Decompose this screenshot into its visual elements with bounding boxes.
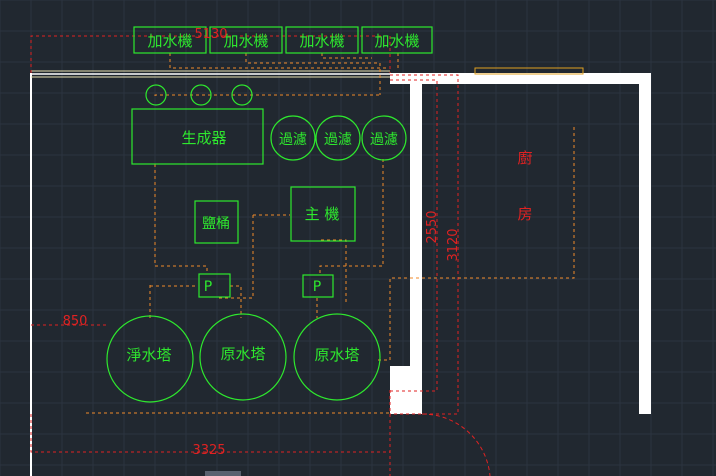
humidifier-label-2: 加水機 bbox=[223, 32, 268, 50]
dim-height-inner: 2550 bbox=[425, 210, 440, 243]
walls bbox=[30, 67, 651, 476]
dim-line-height-outer bbox=[390, 74, 459, 415]
pipe-14 bbox=[320, 239, 347, 302]
pipe-15 bbox=[378, 125, 575, 361]
annotations: 廚 房 5130 850 3325 2550 3120 bbox=[63, 27, 533, 458]
wall-top bbox=[390, 73, 651, 84]
humidifier-box-1[interactable] bbox=[133, 26, 207, 54]
filter-2[interactable] bbox=[315, 115, 361, 161]
window bbox=[474, 67, 584, 75]
pipe-12 bbox=[230, 285, 242, 318]
dim-bottom-width: 3325 bbox=[192, 443, 225, 458]
door-swing-arc bbox=[421, 413, 491, 476]
brine-tank-label: 鹽桶 bbox=[202, 216, 230, 232]
main-unit-label: 主 機 bbox=[305, 205, 340, 223]
clean-water-tower[interactable] bbox=[106, 315, 194, 403]
wall-mid-vertical bbox=[410, 84, 422, 414]
pipe-1 bbox=[169, 53, 388, 69]
wall-bottom-block bbox=[390, 366, 422, 414]
filter-1[interactable] bbox=[270, 115, 316, 161]
pipe-5 bbox=[154, 94, 380, 96]
main-unit-box[interactable] bbox=[290, 186, 356, 242]
pipe-3 bbox=[321, 53, 372, 59]
dim-top-width: 5130 bbox=[194, 27, 227, 42]
dim-height-outer: 3120 bbox=[446, 228, 461, 261]
pump-label-1: P bbox=[204, 279, 212, 295]
humidifier-box-4[interactable] bbox=[361, 26, 433, 54]
generator-box[interactable] bbox=[131, 108, 264, 165]
humidifier-box-3[interactable] bbox=[285, 26, 359, 54]
filter-label-2: 過濾 bbox=[324, 132, 352, 148]
pump-box-1[interactable] bbox=[198, 273, 231, 298]
tank-small-2[interactable] bbox=[190, 84, 212, 106]
wall-right bbox=[639, 73, 651, 414]
tank-small-1[interactable] bbox=[145, 84, 167, 106]
brine-tank-box[interactable] bbox=[194, 200, 239, 244]
dim-left-offset: 850 bbox=[63, 314, 88, 329]
kitchen-label-2: 房 bbox=[517, 205, 532, 223]
status-bar-stub bbox=[205, 471, 241, 476]
pump-box-2[interactable] bbox=[302, 274, 334, 298]
pipes bbox=[86, 53, 575, 414]
raw-tower-label-1: 原水塔 bbox=[220, 345, 265, 363]
generator-label: 生成器 bbox=[181, 129, 226, 147]
kitchen-label-1: 廚 bbox=[517, 149, 532, 167]
pipe-6 bbox=[154, 164, 208, 274]
filter-label-3: 過濾 bbox=[370, 132, 398, 148]
tank-small-3[interactable] bbox=[231, 84, 253, 106]
humidifier-label-1: 加水機 bbox=[147, 32, 192, 50]
equipment-labels: 加水機 加水機 加水機 加水機 生成器 過濾 過濾 過濾 鹽桶 主 機 P P … bbox=[126, 32, 419, 364]
filter-label-1: 過濾 bbox=[279, 132, 307, 148]
raw-water-tower-1[interactable] bbox=[199, 313, 287, 401]
pump-label-2: P bbox=[313, 279, 321, 295]
humidifier-box-2[interactable] bbox=[209, 26, 283, 54]
raw-tower-label-2: 原水塔 bbox=[314, 346, 359, 364]
humidifier-label-3: 加水機 bbox=[299, 32, 344, 50]
pipe-7 bbox=[319, 159, 384, 275]
humidifier-label-4: 加水機 bbox=[374, 32, 419, 50]
equipment bbox=[106, 26, 433, 403]
clean-tower-label: 淨水塔 bbox=[126, 346, 171, 364]
filter-3[interactable] bbox=[361, 115, 407, 161]
raw-water-tower-2[interactable] bbox=[293, 313, 381, 401]
